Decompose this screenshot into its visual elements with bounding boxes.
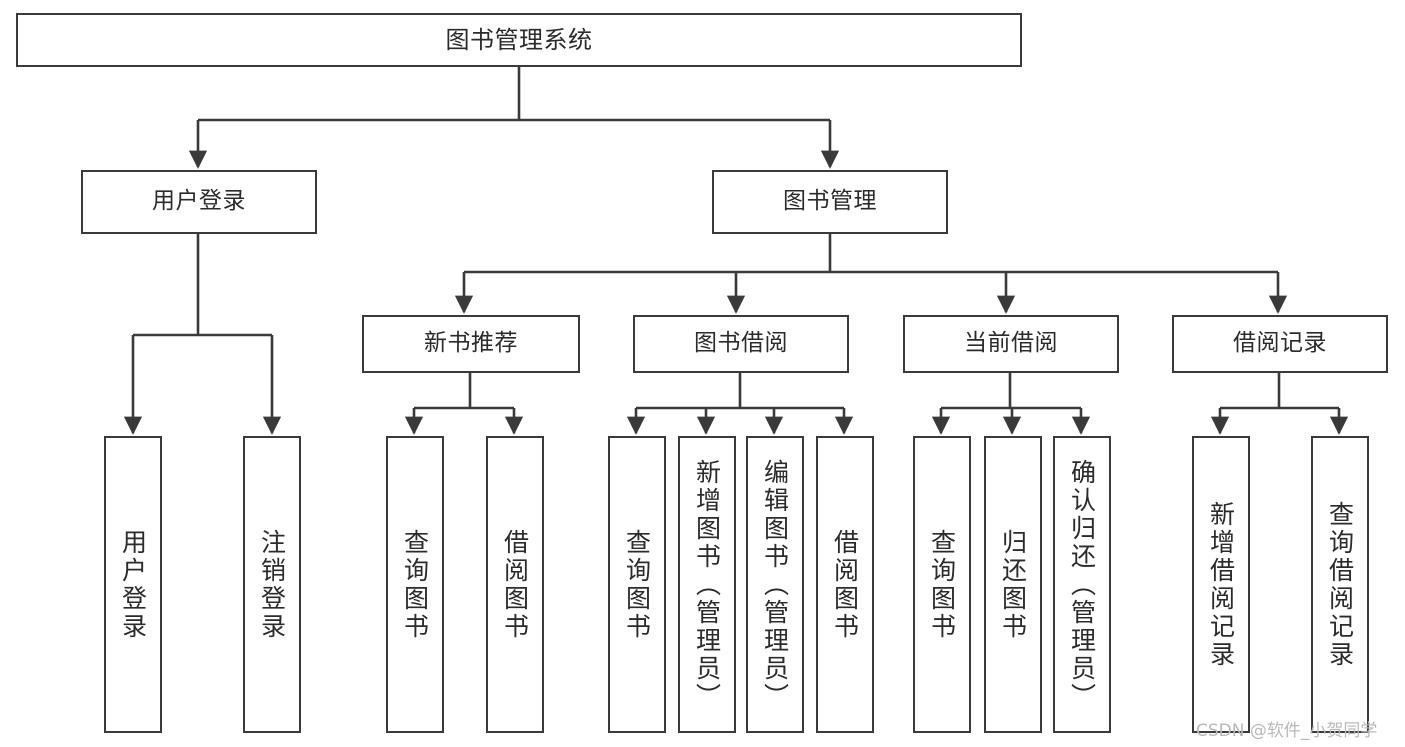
leaf-query-book-current[interactable]: 查询图书 — [913, 436, 971, 733]
leaf-user-login-label: 用户登录 — [118, 528, 148, 641]
node-borrow-record[interactable]: 借阅记录 — [1172, 315, 1388, 373]
leaf-add-book-admin[interactable]: 新增图书（管理员） — [678, 436, 736, 733]
leaf-user-login[interactable]: 用户登录 — [104, 436, 162, 733]
leaf-add-borrow-record[interactable]: 新增借阅记录 — [1192, 436, 1250, 733]
leaf-borrow-book[interactable]: 借阅图书 — [816, 436, 874, 733]
node-book-borrow[interactable]: 图书借阅 — [633, 315, 849, 373]
leaf-add-borrow-record-label: 新增借阅记录 — [1206, 500, 1236, 669]
leaf-add-book-admin-label: 新增图书（管理员） — [692, 458, 722, 711]
node-current-borrow[interactable]: 当前借阅 — [903, 315, 1119, 373]
leaf-edit-book-admin-label: 编辑图书（管理员） — [760, 458, 790, 711]
leaf-query-book-borrow[interactable]: 查询图书 — [608, 436, 666, 733]
leaf-borrow-book-label: 借阅图书 — [830, 528, 860, 641]
leaf-confirm-return-admin[interactable]: 确认归还（管理员） — [1053, 436, 1111, 733]
leaf-query-book-current-label: 查询图书 — [927, 528, 957, 641]
leaf-query-book-recommend-label: 查询图书 — [400, 528, 430, 641]
node-user-login[interactable]: 用户登录 — [81, 170, 317, 234]
leaf-confirm-return-admin-label: 确认归还（管理员） — [1067, 458, 1097, 711]
leaf-return-book[interactable]: 归还图书 — [984, 436, 1042, 733]
leaf-query-borrow-record[interactable]: 查询借阅记录 — [1311, 436, 1369, 733]
node-root-label: 图书管理系统 — [445, 25, 593, 54]
leaf-query-book-borrow-label: 查询图书 — [622, 528, 652, 641]
leaf-borrow-book-recommend-label: 借阅图书 — [500, 528, 530, 641]
leaf-return-book-label: 归还图书 — [998, 528, 1028, 641]
leaf-query-borrow-record-label: 查询借阅记录 — [1325, 500, 1355, 669]
node-book-borrow-label: 图书借阅 — [694, 330, 788, 357]
leaf-logout-label: 注销登录 — [257, 528, 287, 641]
node-root[interactable]: 图书管理系统 — [16, 13, 1022, 67]
node-current-borrow-label: 当前借阅 — [964, 330, 1058, 357]
leaf-query-book-recommend[interactable]: 查询图书 — [386, 436, 444, 733]
node-book-management[interactable]: 图书管理 — [712, 170, 948, 234]
node-new-book-recommend-label: 新书推荐 — [424, 330, 518, 357]
csdn-watermark: CSDN @软件_小贺同学 — [1196, 721, 1378, 741]
leaf-logout[interactable]: 注销登录 — [243, 436, 301, 733]
node-borrow-record-label: 借阅记录 — [1233, 330, 1327, 357]
node-book-management-label: 图书管理 — [783, 188, 877, 215]
node-user-login-label: 用户登录 — [152, 188, 246, 215]
leaf-borrow-book-recommend[interactable]: 借阅图书 — [486, 436, 544, 733]
leaf-edit-book-admin[interactable]: 编辑图书（管理员） — [746, 436, 804, 733]
node-new-book-recommend[interactable]: 新书推荐 — [362, 315, 580, 373]
